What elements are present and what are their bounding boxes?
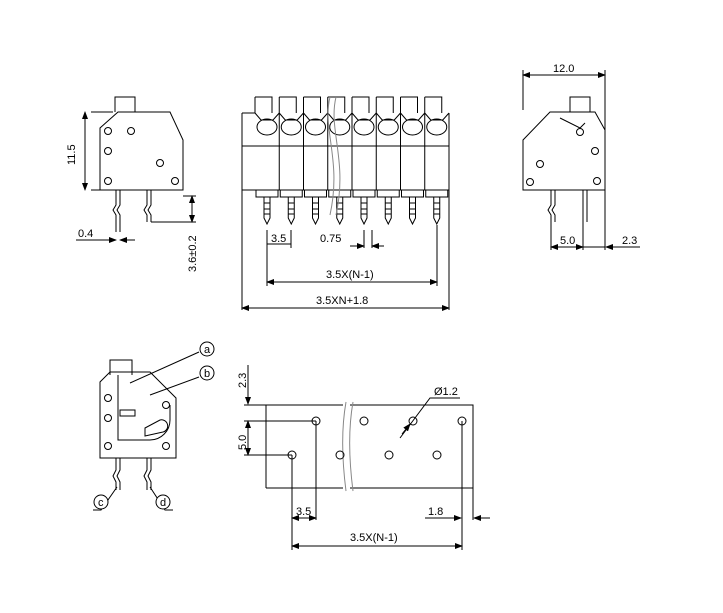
callout-a-label: a — [204, 344, 211, 356]
wire-entry-hole — [402, 118, 423, 136]
front-view: 3.5 0.75 3.5X(N-1) 3.5XN+1.8 — [241, 96, 450, 311]
pcb-layout: 2.3 5.0 Ø1.2 3.5 1.8 3.5X(N-1) — [237, 365, 490, 550]
pcb-edge-offset: 2.3 — [237, 373, 249, 388]
callout-c-label: c — [98, 497, 104, 509]
terminal-outline — [254, 96, 280, 226]
pcb-span: 3.5X(N-1) — [350, 532, 398, 544]
callout-c — [93, 494, 109, 510]
terminal-cell — [254, 96, 280, 226]
wire-entry-hole — [256, 118, 278, 136]
dim-overall: 3.5XN+1.8 — [316, 295, 368, 307]
terminal-cell — [400, 96, 426, 226]
terminal-outline — [327, 96, 353, 226]
terminal-cell — [424, 96, 450, 226]
callout-b — [199, 365, 215, 381]
dim-pin-offset: 0.4 — [78, 228, 93, 240]
terminal-outline — [351, 96, 377, 226]
side-view-left: 11.5 3.6±0.2 0.4 — [66, 96, 199, 272]
dim-edge-offset: 2.3 — [622, 235, 637, 247]
terminal-cell — [327, 96, 353, 226]
pcb-hole-diameter: Ø1.2 — [434, 386, 458, 398]
wire-entry-hole — [353, 118, 375, 136]
callout-d — [155, 494, 171, 510]
wire-entry-hole — [305, 118, 326, 136]
wire-entry-hole — [426, 118, 448, 136]
pcb-end-offset: 1.8 — [428, 506, 443, 518]
terminal-cell — [351, 96, 377, 226]
dim-span: 3.5X(N-1) — [326, 269, 374, 281]
terminal-outline — [375, 96, 401, 226]
terminal-outline — [303, 96, 329, 226]
dim-pin-width: 0.75 — [320, 233, 341, 245]
callout-a — [199, 341, 215, 357]
callout-b-label: b — [204, 368, 210, 380]
dim-pitch: 3.5 — [271, 233, 286, 245]
dim-height: 11.5 — [66, 144, 78, 165]
dim-pin-spacing: 5.0 — [560, 235, 575, 247]
terminal-cell — [278, 96, 304, 226]
side-view-right: 12.0 5.0 2.3 — [522, 63, 640, 250]
terminal-outline — [278, 96, 304, 226]
terminal-outline — [400, 96, 426, 226]
dim-pin-length: 3.6±0.2 — [187, 235, 199, 272]
dim-depth: 12.0 — [553, 63, 574, 75]
wire-entry-hole — [280, 118, 302, 136]
terminal-cell — [375, 96, 401, 226]
callout-d-label: d — [160, 497, 166, 509]
terminal-cell — [303, 96, 329, 226]
pcb-row-spacing: 5.0 — [237, 435, 249, 450]
pcb-pitch: 3.5 — [296, 506, 311, 518]
section-view: a b c d — [93, 341, 215, 511]
wire-entry-hole — [377, 118, 399, 136]
wire-entry-hole — [329, 118, 351, 136]
terminal-outline — [424, 96, 450, 226]
